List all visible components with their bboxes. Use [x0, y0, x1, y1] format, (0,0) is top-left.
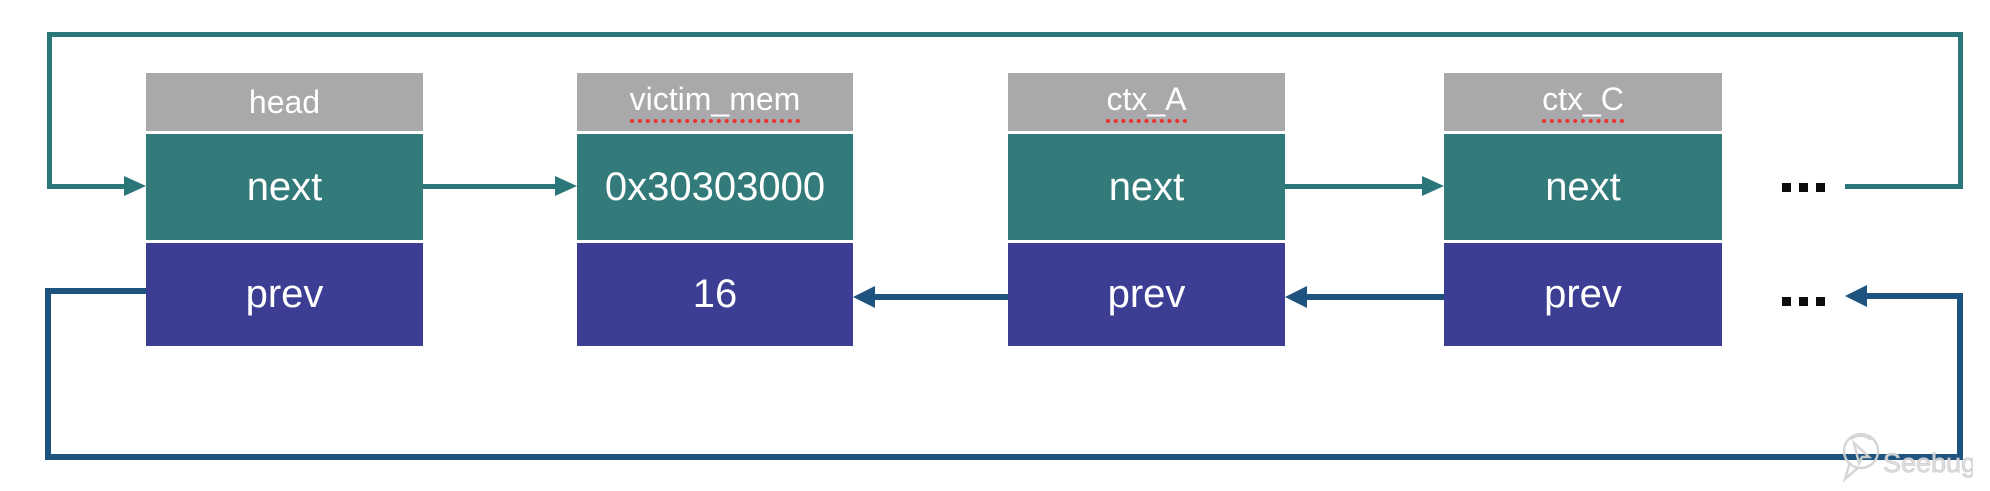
node-victim-mem-prev-cell: 16	[577, 243, 853, 346]
dot	[1782, 183, 1791, 192]
next-loop-top-horizontal	[47, 32, 1963, 37]
node-head-next-value: next	[246, 164, 323, 209]
node-ctx-c-prev-value: prev	[1544, 272, 1622, 316]
node-head-next-cell: next	[146, 134, 423, 240]
arrowhead-into-ctxa-prev	[1285, 286, 1307, 308]
node-ctx-c: ctx_C next prev	[1444, 73, 1722, 346]
dot	[1799, 297, 1808, 306]
node-victim-mem-next-cell: 0x30303000	[577, 134, 853, 240]
seebug-watermark: Seebug	[1833, 426, 1976, 491]
prev-loop-segment-right	[1867, 293, 1963, 299]
ellipsis-next-row	[1782, 183, 1825, 192]
arrow-ctxc-prev-to-ctxa-line	[1307, 294, 1444, 300]
ellipsis-prev-row	[1782, 297, 1825, 306]
node-ctx-a-next-value: next	[1108, 164, 1185, 209]
next-loop-left-vertical	[47, 32, 52, 189]
node-ctx-a-prev-cell: prev	[1008, 243, 1285, 346]
arrowhead-into-victim-next	[555, 176, 577, 196]
node-ctx-a-prev-value: prev	[1107, 272, 1186, 316]
dot	[1816, 183, 1825, 192]
node-ctx-a: ctx_A next prev	[1008, 73, 1285, 346]
node-victim-mem-label: victim_mem	[629, 81, 801, 123]
node-victim-mem-prev-value: 16	[692, 272, 738, 316]
node-ctx-a-header: ctx_A	[1008, 73, 1285, 131]
node-victim-mem: victim_mem 0x30303000 16	[577, 73, 853, 346]
node-ctx-c-header: ctx_C	[1444, 73, 1722, 131]
node-victim-mem-next-value: 0x30303000	[604, 164, 826, 209]
node-ctx-c-label: ctx_C	[1542, 81, 1624, 123]
node-ctx-c-next-cell: next	[1444, 134, 1722, 240]
arrowhead-into-head-next	[124, 176, 146, 196]
arrowhead-into-ellipsis-prev	[1845, 285, 1867, 307]
dot	[1799, 183, 1808, 192]
dot	[1782, 297, 1791, 306]
node-victim-mem-header: victim_mem	[577, 73, 853, 131]
next-loop-into-head-line	[47, 184, 125, 189]
node-head: head next prev	[146, 73, 423, 346]
prev-loop-bottom-horizontal	[45, 454, 1963, 460]
node-ctx-a-label: ctx_A	[1106, 81, 1187, 123]
prev-loop-right-vertical	[1957, 293, 1963, 460]
node-head-prev-value: prev	[245, 272, 324, 316]
node-ctx-c-prev-cell: prev	[1444, 243, 1722, 346]
prev-loop-from-head-line	[45, 288, 146, 294]
next-loop-segment-right	[1845, 184, 1963, 189]
next-loop-right-vertical	[1958, 32, 1963, 189]
prev-loop-left-vertical	[45, 288, 51, 460]
seebug-logo-icon	[1842, 432, 1880, 483]
arrowhead-into-victim-prev	[853, 286, 875, 308]
node-ctx-c-next-value: next	[1545, 164, 1621, 209]
node-head-label: head	[248, 83, 321, 120]
node-head-header: head	[146, 73, 423, 131]
arrow-head-next-to-victim-line	[423, 184, 557, 189]
node-ctx-a-next-cell: next	[1008, 134, 1285, 240]
dot	[1816, 297, 1825, 306]
arrowhead-into-ctxc-next	[1422, 176, 1444, 196]
arrow-ctxa-prev-to-victim-line	[875, 294, 1008, 300]
seebug-watermark-text: Seebug	[1883, 448, 1973, 478]
node-head-prev-cell: prev	[146, 243, 423, 346]
arrow-ctxa-next-to-ctxc-line	[1285, 184, 1422, 189]
